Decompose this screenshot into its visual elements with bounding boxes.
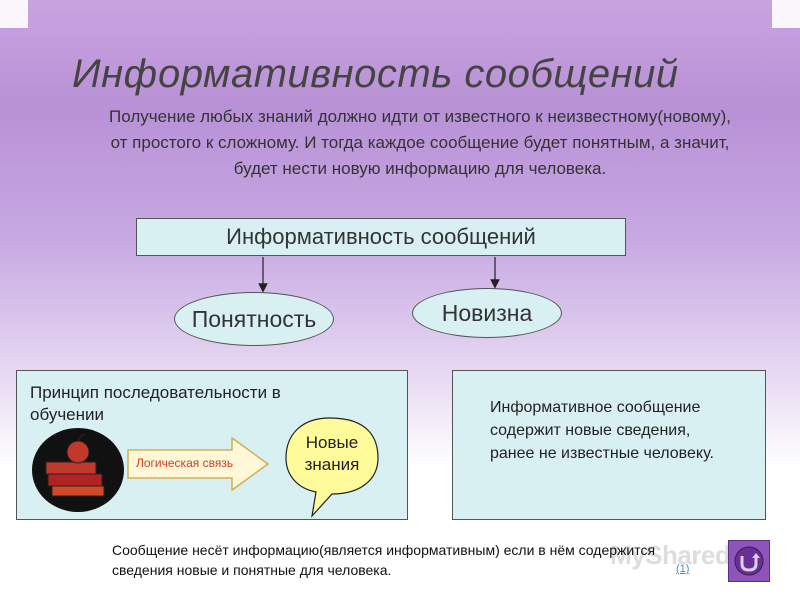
footnote-link[interactable]: (1)	[676, 563, 690, 575]
bubble-text: Новые знания	[304, 433, 360, 474]
node-ponyatnost: Понятность	[174, 292, 334, 346]
footer-text: Сообщение несёт информацию(является инфо…	[112, 542, 656, 578]
watermark: MyShared	[610, 540, 731, 570]
return-button[interactable]	[728, 540, 770, 582]
diagram-root-box: Информативность сообщений	[136, 218, 626, 256]
slide-title: Информативность сообщений	[72, 52, 679, 96]
intro-text: Получение любых знаний должно идти от из…	[109, 107, 731, 178]
node-novizna: Новизна	[412, 288, 562, 338]
return-arrow-icon	[734, 546, 764, 576]
right-panel-text: Информативное сообщение содержит новые с…	[490, 399, 714, 462]
corner-decoration	[0, 0, 28, 28]
right-panel	[452, 370, 766, 520]
left-panel-heading: Принцип последовательности в обучении	[30, 383, 281, 424]
logic-arrow-label: Логическая связь	[136, 456, 234, 470]
corner-decoration	[772, 0, 800, 28]
